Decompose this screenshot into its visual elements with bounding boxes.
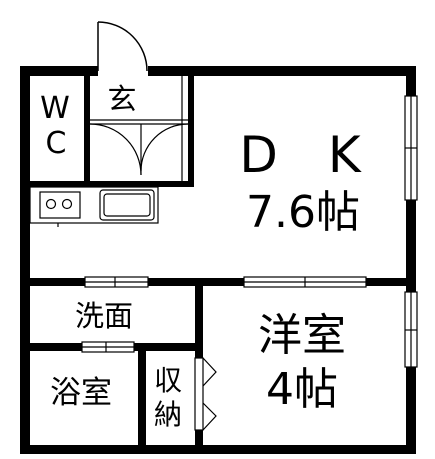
entrance-label: 玄 — [107, 82, 136, 116]
storage-label-line1: 収 — [154, 364, 182, 397]
storage-doors — [194, 357, 217, 431]
bathroom-label: 浴室 — [50, 375, 112, 411]
entrance-floor — [89, 76, 189, 181]
dk-room-name: D K — [239, 126, 362, 184]
toilet-label-line1: W — [40, 91, 70, 126]
storage-label-line2: 納 — [154, 398, 182, 431]
western-room-size: 4帖 — [266, 364, 338, 415]
washroom-label: 洗面 — [75, 299, 133, 333]
sliding-doors — [81, 276, 367, 353]
windows — [404, 95, 418, 368]
entrance-door — [97, 21, 148, 72]
toilet-label-line2: C — [46, 126, 67, 161]
outer-walls — [20, 66, 416, 454]
dk-room-size: 7.6帖 — [246, 187, 360, 238]
kitchen-counter — [29, 186, 159, 227]
western-room-name: 洋室 — [258, 310, 346, 361]
